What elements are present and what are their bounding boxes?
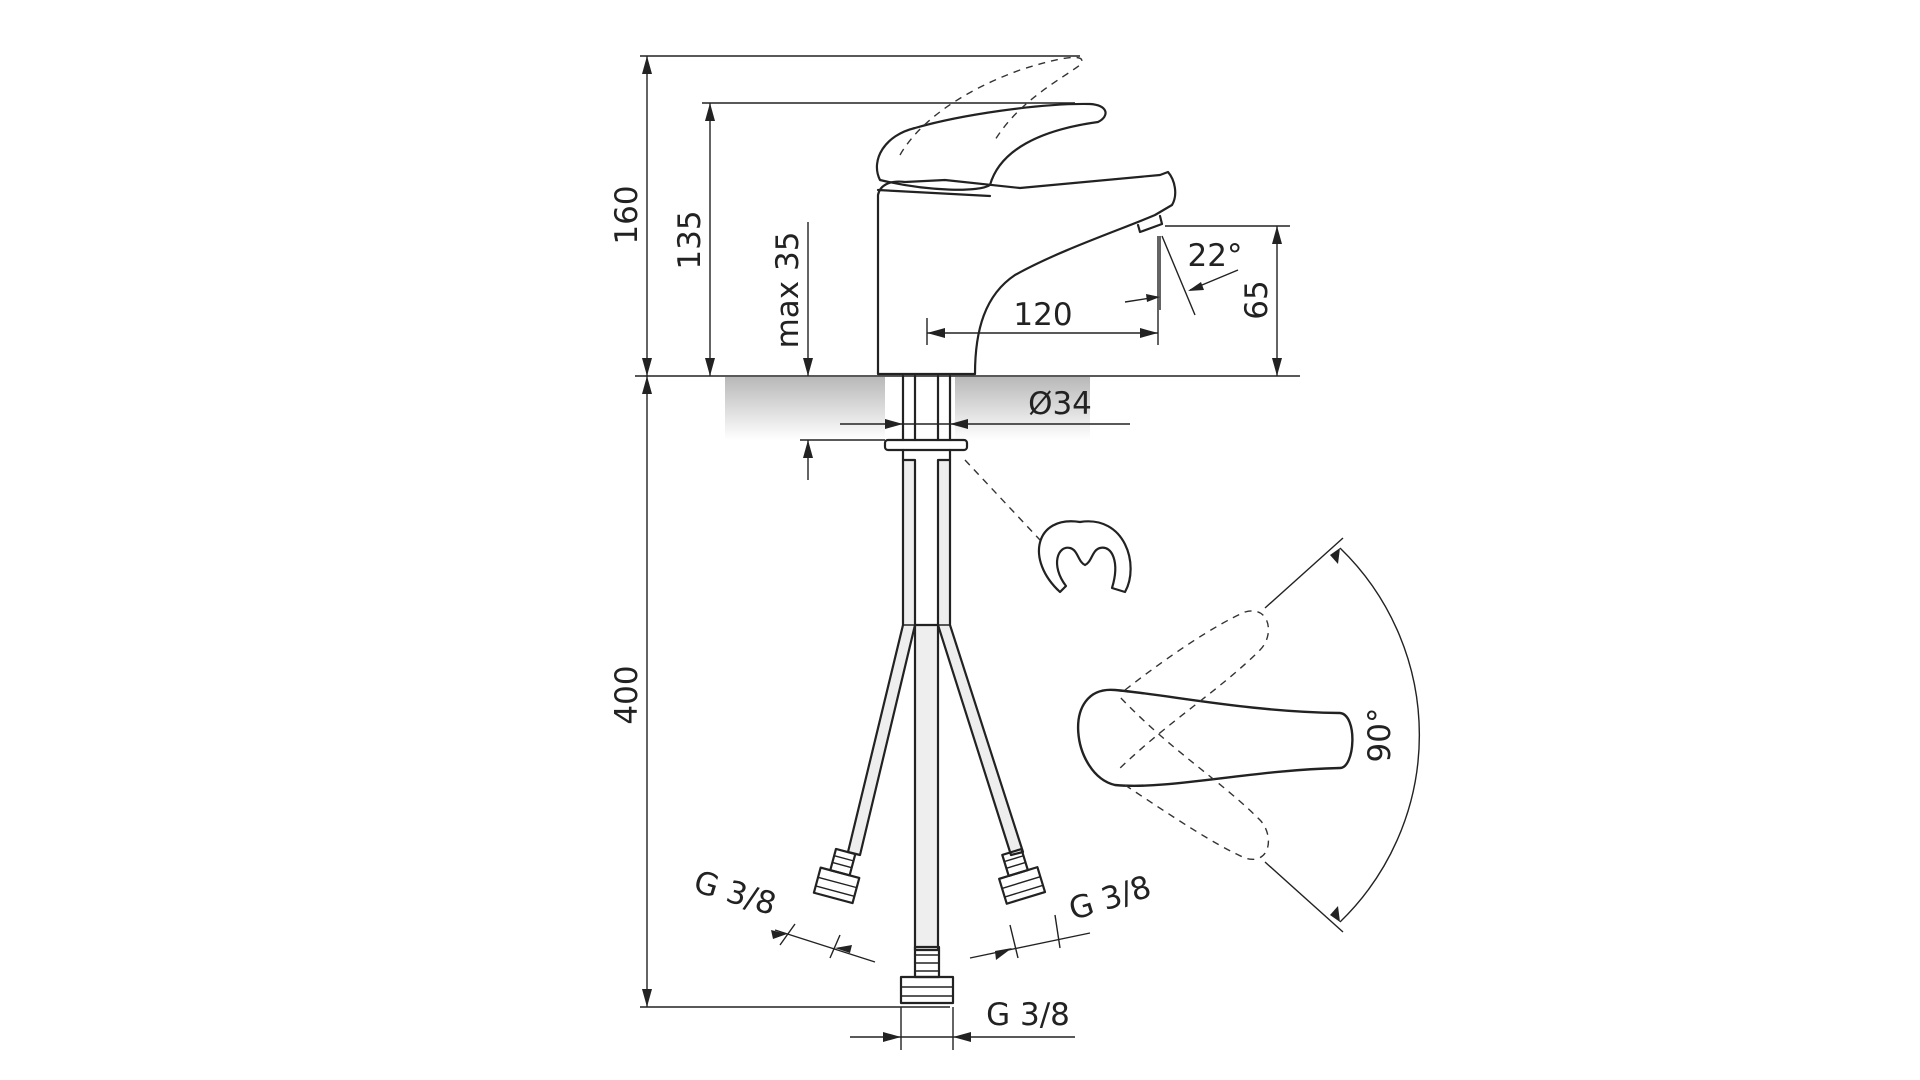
dim-spout-angle: 22° xyxy=(1124,235,1243,316)
dim-connection-right: G 3/8 xyxy=(969,869,1156,960)
hose-right xyxy=(936,458,1025,857)
lever-top-view xyxy=(1077,537,1421,933)
dim-overall-height: 160 xyxy=(609,55,1080,376)
lever-top-dashed-up xyxy=(1117,610,1270,771)
dim-connection-right-label: G 3/8 xyxy=(1065,869,1156,928)
spout-outlet xyxy=(1136,214,1164,234)
hose-center xyxy=(913,623,940,952)
faucet-body xyxy=(876,170,1177,376)
dim-lever-rotation-label: 90° xyxy=(1362,708,1398,763)
faucet-side-view xyxy=(875,56,1177,376)
mounting-shank xyxy=(883,374,1132,594)
dim-spout-height: 65 xyxy=(1165,225,1290,376)
dim-handle-height: 135 xyxy=(672,102,1075,376)
horseshoe-clip xyxy=(1037,520,1132,594)
dim-hose-length: 400 xyxy=(609,376,950,1008)
dim-max-thickness: max 35 xyxy=(770,222,885,480)
dim-lever-rotation: 90° xyxy=(1362,708,1398,763)
dim-handle-height-label: 135 xyxy=(672,210,708,269)
supply-hoses xyxy=(846,458,1025,952)
dim-hose-length-label: 400 xyxy=(609,665,645,724)
countertop xyxy=(635,375,1300,440)
lever-handle-raised xyxy=(899,56,1083,156)
mounting-washer xyxy=(883,438,969,452)
hose-left xyxy=(846,458,917,857)
dim-spout-angle-label: 22° xyxy=(1188,238,1243,274)
dim-connection-left-label: G 3/8 xyxy=(690,864,781,923)
lever-handle xyxy=(875,102,1107,191)
connector-right xyxy=(998,847,1047,905)
lever-top-dashed-down xyxy=(1117,694,1270,861)
dim-connection-left: G 3/8 xyxy=(690,864,876,963)
dim-base-diameter-label: Ø34 xyxy=(1028,386,1092,422)
dim-spout-height-label: 65 xyxy=(1239,280,1275,319)
dim-base-diameter: Ø34 xyxy=(840,386,1130,429)
dim-max-thickness-label: max 35 xyxy=(770,232,806,349)
dim-spout-reach: 120 xyxy=(926,236,1159,345)
dim-connection-center-label: G 3/8 xyxy=(986,997,1070,1033)
lever-top-solid xyxy=(1077,688,1354,787)
dim-spout-reach-label: 120 xyxy=(1013,297,1072,333)
connector-center xyxy=(899,945,955,1005)
dim-overall-height-label: 160 xyxy=(609,185,645,244)
connector-left xyxy=(812,847,861,905)
dim-connection-center: G 3/8 xyxy=(850,997,1075,1050)
